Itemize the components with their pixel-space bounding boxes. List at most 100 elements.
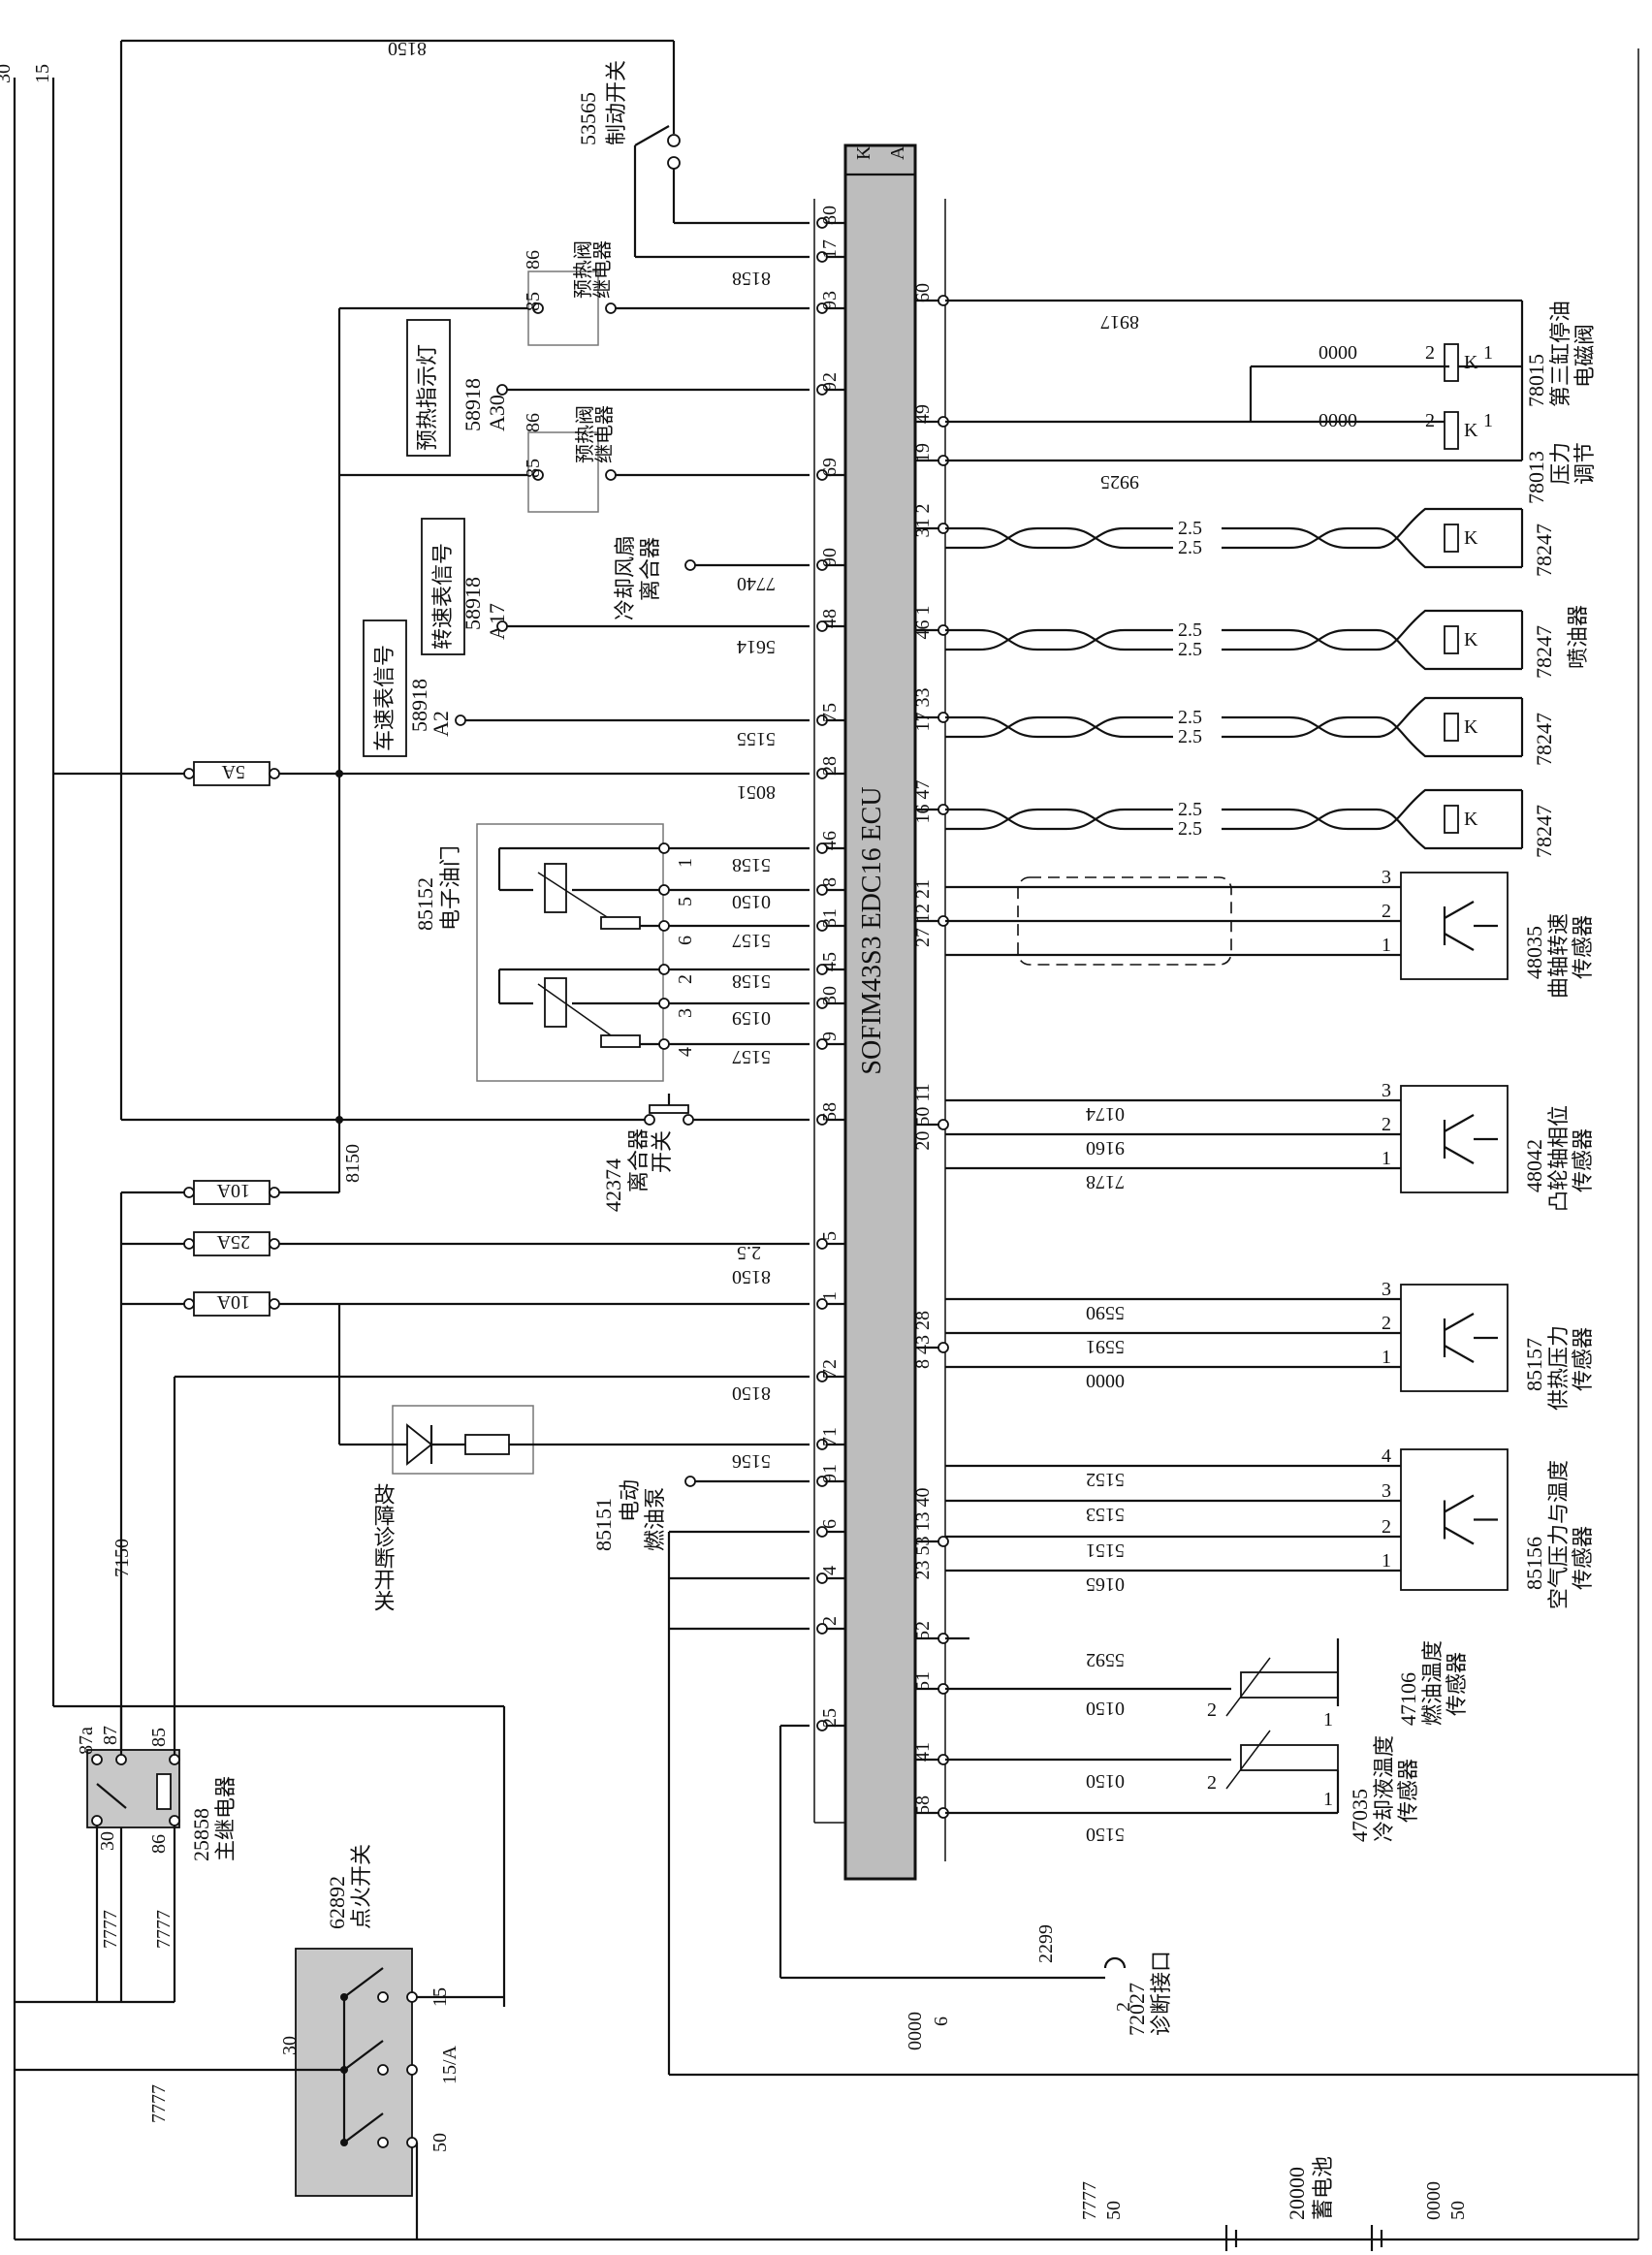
rail-30-label: 30	[0, 64, 15, 83]
wire-8150-mid: 8150	[342, 1144, 364, 1183]
stop-valve-p2: 2	[1425, 342, 1435, 364]
injector-wire-size-a-3: 2.5	[1178, 799, 1202, 820]
main-relay-86: 86	[148, 1834, 170, 1854]
ecu-left-pins: 8017939269904875284683145309585172719164…	[816, 206, 845, 1731]
wire-0150-b: 0150	[1086, 1770, 1125, 1792]
relay1-86: 86	[523, 250, 544, 270]
ecu-pin-label-48: 48	[819, 609, 841, 628]
ecu-k: K	[853, 145, 874, 160]
ecu-pin-label-r-20_50_11: 20 50 11	[912, 1083, 934, 1150]
injector-wire-size-b-3: 2.5	[1178, 818, 1202, 840]
tacho-pin: A17	[485, 603, 509, 640]
ecu-pin-label-17: 17	[819, 239, 841, 259]
wire-8150-b: 8150	[732, 1266, 771, 1287]
injector-code-2: 78247	[1532, 713, 1556, 766]
ignition-p30: 30	[279, 2036, 301, 2055]
pressure-reg-k: K	[1464, 420, 1478, 441]
wire-5155: 5155	[737, 728, 776, 749]
battery-code: 20000	[1285, 2167, 1309, 2220]
relay1-name2: 继电器	[591, 240, 614, 299]
injector-k-1: K	[1464, 629, 1478, 651]
wire-label-w9160: 9160	[1086, 1137, 1125, 1159]
fuel-temp-name2: 传感器	[1445, 1652, 1469, 1716]
injector-wire-size-b-0: 2.5	[1178, 537, 1202, 558]
injector-wire-size-a-2: 2.5	[1178, 707, 1202, 728]
pressure-reg-code: 78013	[1524, 451, 1548, 504]
ecu-pin-label-r-46_1: 46 1	[912, 606, 934, 640]
wire-8917: 8917	[1100, 311, 1139, 333]
injector-code-3: 78247	[1532, 805, 1556, 858]
brake-switch-name: 制动开关	[604, 60, 628, 145]
fuse-5a-row: 5A 8051	[53, 761, 810, 803]
wire-7777-a: 7777	[100, 1910, 121, 1949]
ecu-pin-label-6: 6	[819, 1519, 841, 1529]
clutch-switch-name1: 离合器	[626, 1128, 651, 1192]
preheat-lamp-pin: A30	[485, 395, 509, 431]
ecu-pin-label-r-58r: 58	[912, 1795, 934, 1815]
stop-valve-pressure: 8917 K 2 1 0000 K 2 1 0000 9925 78015 第三…	[945, 299, 1597, 504]
wire-2-5: 2.5	[737, 1242, 761, 1263]
rail-pin-label: 2	[1382, 1313, 1391, 1334]
ecu-a: A	[887, 145, 908, 160]
injector-k-2: K	[1464, 716, 1478, 738]
main-relay: 87a 87 85 30 86 25858 主继电器 7777 7777	[53, 1704, 506, 2007]
wire-5592: 5592	[1086, 1649, 1125, 1670]
injector-code-0: 78247	[1532, 524, 1556, 577]
diag-port-pin: 2	[1113, 2002, 1134, 2012]
ecu-pin-label-8: 8	[819, 877, 841, 887]
rail-pin-label: 3	[1382, 1279, 1391, 1300]
throttle-p6: 6	[675, 936, 696, 945]
boost-pin-label: 1	[1382, 1550, 1391, 1572]
fuse-10a-1: 10A	[216, 1180, 250, 1201]
fuse-rows: 10A 25A 8150 2.5 10A 8150 7150	[111, 1120, 810, 2002]
crank-code: 48035	[1522, 926, 1546, 979]
fuel-pump-code: 85151	[591, 1498, 616, 1551]
boost-pin-label: 3	[1382, 1480, 1391, 1502]
ecu-pin-label-91: 91	[819, 1464, 841, 1483]
main-relay-30: 30	[97, 1831, 118, 1851]
ecu-pin-label-r-23_53_13_40: 23 53 13 40	[912, 1488, 934, 1580]
speedo-name: 车速表信号	[372, 645, 397, 751]
pressure-reg-name2: 调节	[1573, 442, 1597, 485]
diag-port-code: 72027	[1125, 1983, 1149, 2036]
ecu-pin-label-90: 90	[819, 548, 841, 567]
ecu-pin-right-20_50_11	[937, 1119, 949, 1130]
preheat-circuit: 86 85 预热阀 继电器 预热指示灯 58918 A30 86 85 预热阀 …	[337, 240, 810, 1125]
injector-wire-size-b-1: 2.5	[1178, 639, 1202, 660]
wire-5158-a: 5158	[732, 854, 771, 875]
ecu-pin-right-23_53_13_40	[937, 1536, 949, 1547]
fuse-25a: 25A	[216, 1231, 250, 1253]
preheat-lamp-name: 预热指示灯	[415, 344, 439, 451]
main-relay-name: 主继电器	[213, 1776, 238, 1861]
wire-0159: 0159	[732, 1007, 771, 1029]
wire-0000-6: 0000	[905, 2012, 926, 2050]
rail-pin-label: 1	[1382, 1347, 1391, 1368]
crank-pin-label: 1	[1382, 935, 1391, 956]
wire-0000-50: 0000	[1423, 2181, 1445, 2220]
ecu-pin-label-1: 1	[819, 1291, 841, 1301]
ecu-pin-label-75: 75	[819, 703, 841, 722]
ecu-pin-label-r-60: 60	[912, 283, 934, 302]
wire-label-w7178: 7178	[1086, 1171, 1125, 1192]
boost-pin-label: 4	[1382, 1445, 1391, 1467]
fuse-5a: 5A	[221, 761, 245, 782]
wire-5614: 5614	[737, 636, 776, 657]
tacho-name: 转速表信号	[430, 543, 455, 650]
throttle-terminal-4	[658, 998, 670, 1009]
fan-clutch-name2: 离合器	[638, 537, 662, 601]
wire-8150-c: 8150	[732, 1382, 771, 1404]
wire-7150: 7150	[111, 1539, 133, 1577]
throttle-code: 85152	[413, 877, 437, 931]
diag-port: 2299 2 72027 诊断接口	[778, 1724, 1173, 2036]
throttle-terminal-1	[658, 884, 670, 896]
ecu-pin-label-r-41: 41	[912, 1742, 934, 1762]
ecu-pin-label-2: 2	[819, 1616, 841, 1626]
ecu-pin-label-31: 31	[819, 908, 841, 928]
injector-k-0: K	[1464, 527, 1478, 549]
ecu-pin-label-80: 80	[819, 206, 841, 225]
rail-15-label: 15	[32, 64, 53, 83]
crank-pin-label: 3	[1382, 867, 1391, 888]
